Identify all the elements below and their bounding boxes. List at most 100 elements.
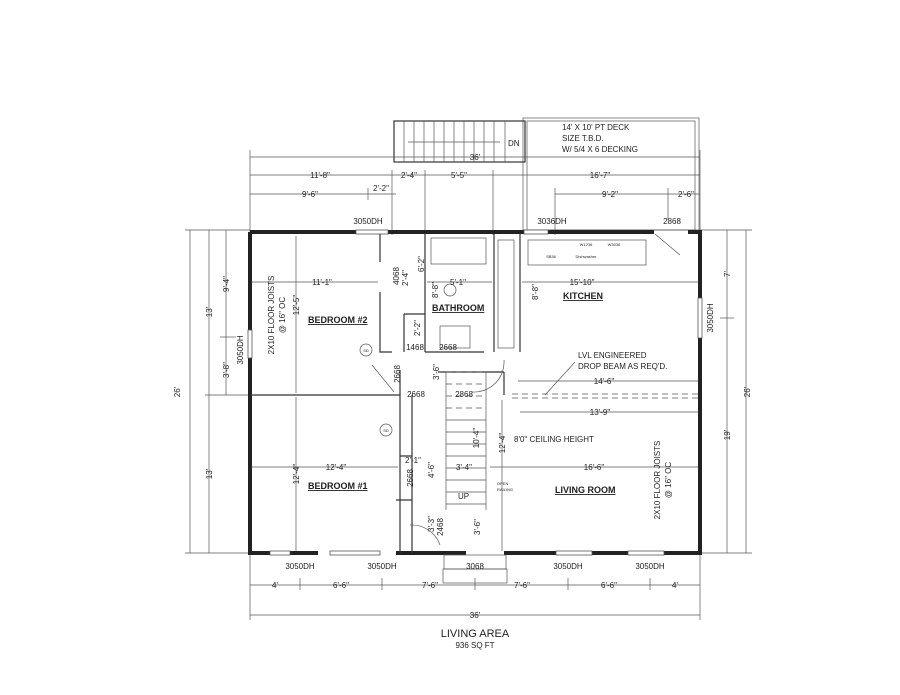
smoke-detector-icon: SD <box>383 428 389 433</box>
room-kitchen: KITCHEN <box>563 291 603 301</box>
dim-label: 10'-4" <box>472 428 481 449</box>
door-label: 4068 <box>392 267 401 285</box>
door-label: 2468 <box>436 518 445 536</box>
bottom-dimensions: 3050DH 3050DH 3068 3050DH 3050DH 4' 6'-6… <box>249 555 701 620</box>
range-label: W3036 <box>608 242 621 247</box>
door-label: 1468 <box>406 343 424 352</box>
deck-note: 14' X 10' PT DECK <box>562 123 630 132</box>
beam-note: DROP BEAM AS REQ'D. <box>578 362 667 371</box>
smoke-detector-icon: SD <box>363 348 369 353</box>
dim-label: 3'-4" <box>456 463 472 472</box>
dim-label: 5'-1" <box>450 278 466 287</box>
room-bathroom: BATHROOM <box>432 303 484 313</box>
room-living: LIVING ROOM <box>555 485 616 495</box>
railing-note: RAILING <box>497 487 513 492</box>
dim-label: 2'-1" <box>405 456 421 465</box>
cabinet-label: W1236 <box>580 242 593 247</box>
stairs-down-label: DN <box>508 139 520 148</box>
dim-label: 7'-6" <box>514 581 530 590</box>
deck-note: SIZE T.B.D. <box>562 134 604 143</box>
window-label: 3050DH <box>236 335 245 365</box>
room-bedroom-1: BEDROOM #1 <box>308 481 368 491</box>
window-label: 3050DH <box>635 562 665 571</box>
dim-label: 9'-2" <box>602 190 618 199</box>
deck: DN 14' X 10' PT DECK SIZE T.B.D. W/ 5/4 … <box>393 117 700 231</box>
dishwasher-label: Dishwasher <box>576 254 598 259</box>
dim-label: 15'-10" <box>570 278 595 287</box>
dim-label: 6'-6" <box>601 581 617 590</box>
dim-label: 13' <box>205 306 214 317</box>
dim-label: 2'-2" <box>413 320 422 336</box>
door-label: 2868 <box>663 217 681 226</box>
dim-overall-bottom: 36' <box>470 611 481 620</box>
dim-label: 8'-8" <box>431 282 440 298</box>
dim-label: 19' <box>723 429 732 440</box>
room-bedroom-2: BEDROOM #2 <box>308 315 368 325</box>
dim-label: 13'-9" <box>590 408 611 417</box>
dim-overall-right: 26' <box>743 386 752 397</box>
dim-label: 12'-4" <box>292 464 301 485</box>
dim-label: 2'-6" <box>678 190 694 199</box>
exterior-walls <box>247 229 703 584</box>
dim-label: 9'-6" <box>302 190 318 199</box>
dim-label: 11'-8" <box>310 171 330 180</box>
dim-label: 6'-6" <box>333 581 349 590</box>
joist-note: @ 16" OC <box>278 297 287 334</box>
dim-label: 4' <box>272 581 278 590</box>
living-area-title: LIVING AREA <box>441 628 510 640</box>
dim-label: 14'-6" <box>594 377 615 386</box>
door-label: 2668 <box>439 343 457 352</box>
dim-label: 4' <box>672 581 678 590</box>
dim-label: 2'-4" <box>401 270 410 286</box>
dim-label: 3'-3" <box>427 516 436 532</box>
dim-label: 5'-5" <box>451 171 467 180</box>
living-area-sqft: 936 SQ FT <box>455 641 494 650</box>
dim-overall-left: 26' <box>173 386 182 397</box>
dim-overall-top: 36' <box>470 153 481 162</box>
dim-label: 3'-6" <box>432 364 441 380</box>
window-label: 3050DH <box>706 303 715 333</box>
left-dimensions: 26' 13' 13' 9'-4" 3'-8" 3050DH <box>173 229 250 554</box>
joist-note: 2X10 FLOOR JOISTS <box>267 276 276 355</box>
door-label: 2668 <box>407 390 425 399</box>
window-label: 3050DH <box>553 562 583 571</box>
dim-label: 3'-8" <box>222 362 231 378</box>
ceiling-note: 8'0" CEILING HEIGHT <box>514 435 594 444</box>
dim-label: 11'-1" <box>312 278 332 287</box>
window-label: 3050DH <box>353 217 383 226</box>
top-dimensions: 36' 11'-8" 2'-4" 5'-5" 16'-7" 9'-6" 2'-2… <box>249 150 701 235</box>
right-dimensions: 7' 19' 26' 3050DH <box>700 229 752 554</box>
dim-label: 16'-6" <box>584 463 605 472</box>
dim-label: 16'-7" <box>590 171 611 180</box>
sink-label: SB36 <box>546 254 557 259</box>
interior-annotations: 11'-1" 12'-5" 12'-4" 12'-4" 5'-1" 8'-8" … <box>252 236 698 551</box>
beam-note: LVL ENGINEERED <box>578 351 647 360</box>
door-label: 3068 <box>466 562 484 571</box>
interior-walls <box>250 233 698 553</box>
railing-note: OPEN <box>497 481 508 486</box>
door-label: 2668 <box>406 469 415 487</box>
dim-label: 8'-8" <box>531 284 540 300</box>
dim-label: 13' <box>205 468 214 479</box>
dim-label: 9'-4" <box>222 276 231 292</box>
joist-note: @ 16" OC <box>664 462 673 499</box>
window-label: 3036DH <box>537 217 567 226</box>
dim-label: 12'-4" <box>326 463 347 472</box>
dim-label: 6'-2" <box>417 256 426 272</box>
dim-label: 2'-2" <box>373 184 389 193</box>
joist-note: 2X10 FLOOR JOISTS <box>653 441 662 520</box>
door-label: 2668 <box>393 365 402 383</box>
dim-label: 2'-4" <box>401 171 417 180</box>
window-label: 3050DH <box>367 562 397 571</box>
window-label: 3050DH <box>285 562 315 571</box>
dim-label: 7'-6" <box>422 581 438 590</box>
dim-label: 3'-6" <box>473 519 482 535</box>
dim-label: 4'-6" <box>427 462 436 478</box>
dim-label: 12'-4" <box>498 433 507 454</box>
dim-label: 7' <box>723 271 732 277</box>
door-label: 2868 <box>455 390 473 399</box>
dim-label: 12'-5" <box>292 295 301 316</box>
deck-note: W/ 5/4 X 6 DECKING <box>562 145 638 154</box>
stairs-up-label: UP <box>458 492 469 501</box>
